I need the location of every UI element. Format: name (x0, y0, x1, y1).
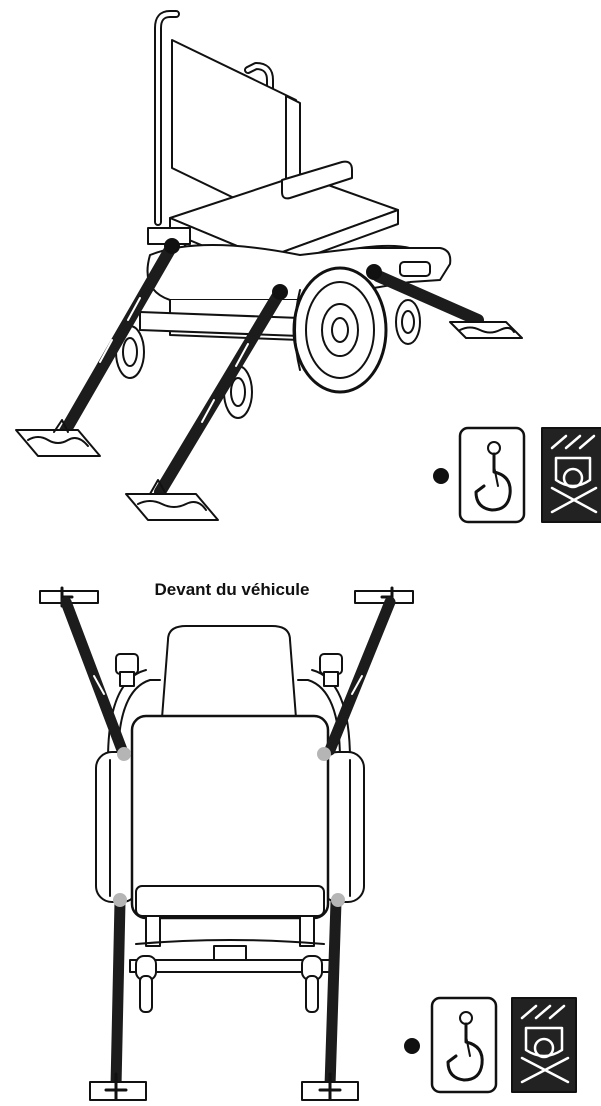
drive-wheel (292, 266, 388, 394)
anchor-dot-icon (113, 893, 127, 907)
tie-down-point-icon (511, 997, 577, 1093)
strap-rear-right (324, 896, 342, 1092)
lower-frame-top-view (129, 915, 331, 973)
anchor-dot-icon (117, 747, 131, 761)
strap-front-right (324, 596, 396, 756)
top-legend (433, 426, 601, 524)
anchor-dot-icon (164, 238, 180, 254)
push-handle-left (154, 10, 180, 226)
securement-hook-icon (430, 996, 498, 1094)
floor-track-rear (449, 321, 523, 339)
anchor-dot-icon (433, 468, 449, 484)
securement-hook-icon (458, 426, 526, 524)
armrest (281, 160, 353, 200)
floor-track-left (15, 419, 101, 457)
floor-anchor-rear-right (301, 1072, 359, 1102)
caster-right-top (301, 955, 323, 1013)
strap-front-left (60, 596, 128, 756)
floor-track-middle (125, 479, 219, 521)
tie-down-strap-rear (372, 270, 484, 326)
tie-down-strap-front-left (54, 240, 178, 446)
tie-down-point-icon (541, 427, 601, 523)
rear-caster-right (395, 299, 421, 345)
seat-top-view (130, 714, 330, 920)
top-view-wheelchair (39, 586, 414, 1102)
tie-down-strap-front-right (154, 286, 286, 498)
caster-left-top (135, 955, 157, 1013)
frame-side-left (107, 653, 161, 761)
anchor-dot-icon (331, 893, 345, 907)
seat-cushion (169, 174, 399, 273)
isometric-wheelchair-view (15, 10, 523, 521)
frame-side-right (297, 653, 351, 761)
anchor-dot-icon (272, 284, 288, 300)
vehicle-front-label: Devant du véhicule (154, 580, 310, 599)
anchor-dot-icon (404, 1038, 420, 1054)
anchor-dot-icon (317, 747, 331, 761)
floor-anchor-rear-left (89, 1072, 147, 1102)
anchor-dot-icon (366, 264, 382, 280)
push-handle-right (244, 62, 274, 279)
backrest-top-view (161, 625, 297, 719)
bottom-legend (404, 996, 577, 1094)
strap-rear-left (110, 896, 126, 1092)
